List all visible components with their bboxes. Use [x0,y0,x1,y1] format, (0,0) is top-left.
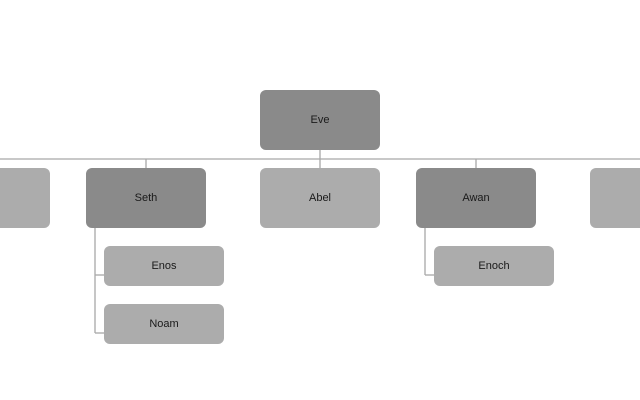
node-label: Eve [310,114,330,126]
node-label: Enos [151,260,177,272]
node-partial-right[interactable]: A [590,168,640,228]
node-label: Abel [308,192,332,204]
node-eve[interactable]: Eve [260,90,380,150]
node-label: Enoch [478,260,510,272]
node-partial-left[interactable] [0,168,50,228]
node-abel[interactable]: Abel [260,168,380,228]
node-label: Noam [149,318,179,330]
node-noam[interactable]: Noam [104,304,224,344]
node-label: Seth [134,192,158,204]
node-enoch[interactable]: Enoch [434,246,554,286]
node-enos[interactable]: Enos [104,246,224,286]
node-seth[interactable]: Seth [86,168,206,228]
node-awan[interactable]: Awan [416,168,536,228]
node-label: Awan [462,192,490,204]
